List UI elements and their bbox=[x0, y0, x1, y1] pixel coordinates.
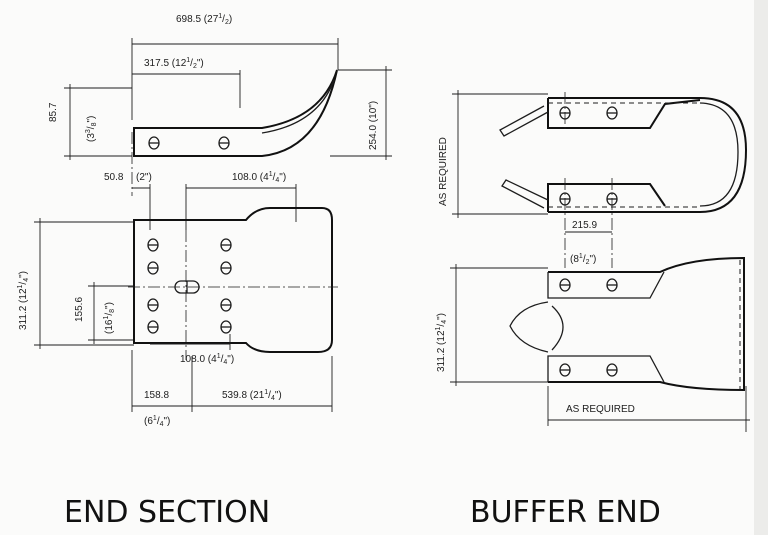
end-in-label: (61/4") bbox=[144, 415, 170, 428]
buffer-width-label: 311.2 (121/4") bbox=[435, 313, 448, 372]
tail-label: 539.8 (211/4") bbox=[222, 389, 282, 402]
buffer-holes-side bbox=[559, 106, 618, 206]
overall-length-label: 698.5 (271/2) bbox=[176, 13, 232, 26]
height-in-label: (33/8") bbox=[85, 116, 98, 142]
inner-in-label: (161/8") bbox=[103, 302, 116, 334]
buffer-end-caption: BUFFER END bbox=[470, 495, 661, 530]
end-section-side-profile bbox=[133, 69, 338, 157]
width-label: 311.2 (121/4") bbox=[17, 271, 30, 330]
buffer-u-loop bbox=[548, 97, 748, 213]
rise-label: 254.0 (10") bbox=[368, 101, 379, 150]
end-section-plan-view: 50.8 (2") 108.0 (41/4") 311.2 (121/4") 1… bbox=[17, 171, 338, 428]
height-mm-label: 85.7 bbox=[48, 102, 59, 122]
buffer-end-side-view: AS REQUIRED 215.9 (81/2") bbox=[438, 90, 748, 268]
buffer-plan-outline bbox=[548, 256, 745, 392]
inner-mm-label: 155.6 bbox=[74, 297, 85, 322]
end-mm-label: 158.8 bbox=[144, 390, 169, 401]
offset-in-label: (2") bbox=[136, 172, 152, 183]
end-section-side-view: 698.5 (271/2) 317.5 (121/2") 85.7 (33/8"… bbox=[48, 13, 392, 196]
as-required-vertical-label: AS REQUIRED bbox=[438, 137, 449, 206]
bolt-hole-side-2 bbox=[218, 136, 230, 150]
buffer-lower-arm bbox=[547, 183, 666, 212]
end-section-plan-outline bbox=[133, 207, 333, 353]
center-slot bbox=[174, 280, 200, 294]
offset-mm-label: 50.8 bbox=[104, 172, 124, 183]
spacing-in-label: (81/2") bbox=[570, 253, 596, 266]
spacing-mm-label: 215.9 bbox=[572, 220, 597, 231]
scan-edge bbox=[754, 0, 768, 535]
bolt-hole-side-1 bbox=[148, 136, 160, 150]
hole-spacing-bottom-label: 108.0 (41/4") bbox=[180, 353, 234, 366]
hole-spacing-top-label: 108.0 (41/4") bbox=[232, 171, 286, 184]
as-required-horizontal-label: AS REQUIRED bbox=[566, 404, 635, 415]
buffer-end-plan-view: 311.2 (121/4") AS REQUIRED bbox=[435, 256, 750, 432]
upper-length-label: 317.5 (121/2") bbox=[144, 57, 204, 70]
buffer-holes-plan bbox=[559, 278, 618, 377]
bolt-holes-plan bbox=[147, 238, 232, 334]
end-section-caption: END SECTION bbox=[64, 495, 270, 530]
